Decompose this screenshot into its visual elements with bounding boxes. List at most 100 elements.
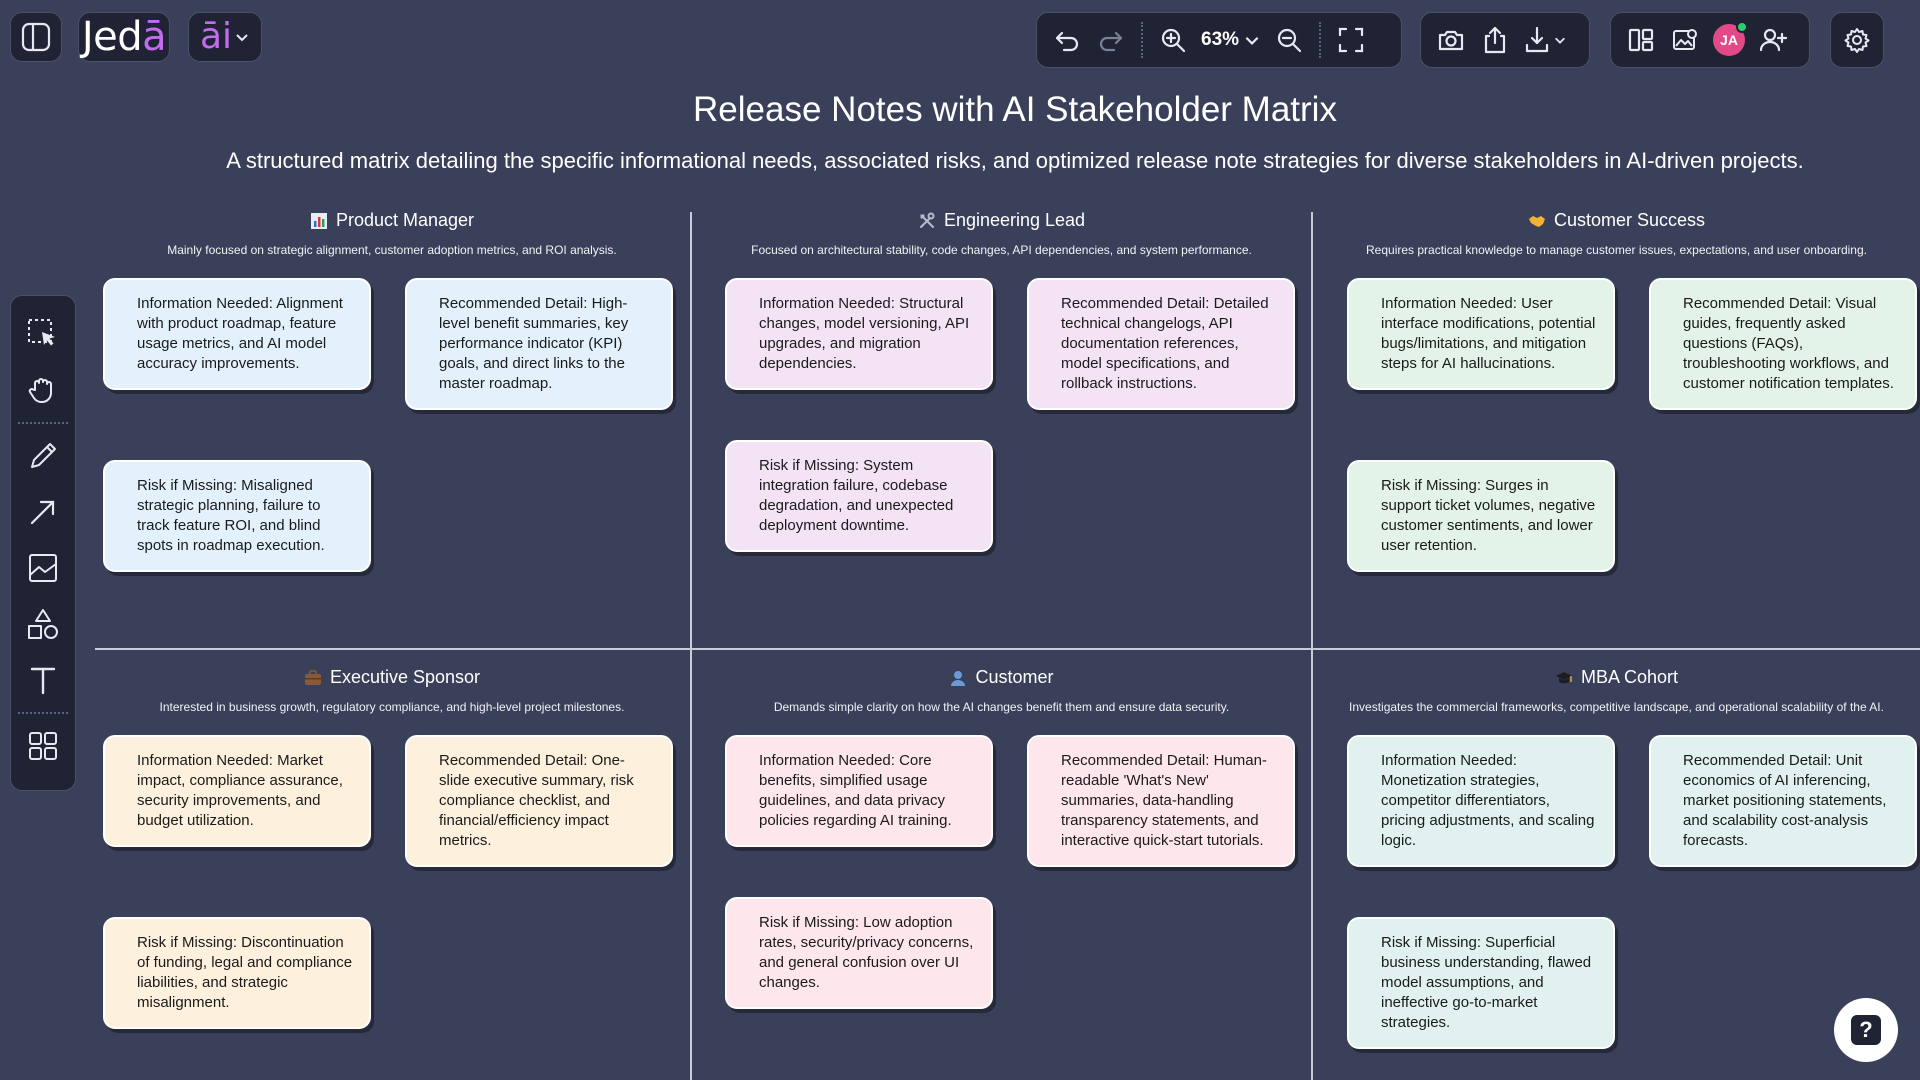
info-needed-card[interactable]: Information Needed: Monetization strateg… <box>1347 735 1615 867</box>
app-logo[interactable]: Jedā <box>78 12 170 62</box>
zoom-out-icon <box>1277 28 1302 53</box>
recommended-detail-card[interactable]: Recommended Detail: Unit economics of AI… <box>1649 735 1917 867</box>
gear-icon <box>1844 28 1870 53</box>
page-subtitle: A structured matrix detailing the specif… <box>226 148 1804 173</box>
arrow-tool[interactable] <box>15 484 71 540</box>
section-description: Focused on architectural stability, code… <box>751 243 1252 257</box>
handshake-icon <box>1528 215 1545 227</box>
info-needed-card[interactable]: Information Needed: Core benefits, simpl… <box>725 735 993 847</box>
redo-icon <box>1099 31 1123 52</box>
bar-chart-icon <box>310 212 327 229</box>
section-title: Product Manager <box>335 210 475 230</box>
hand-tool[interactable] <box>15 362 71 418</box>
settings-button[interactable] <box>1835 18 1879 62</box>
section-title: Customer Success <box>1553 210 1706 230</box>
risk-card[interactable]: Risk if Missing: Surges in support ticke… <box>1347 460 1615 572</box>
section-title: Customer <box>975 667 1054 687</box>
chevron-down-icon <box>236 34 248 42</box>
share-button[interactable] <box>1473 18 1517 62</box>
share-upload-icon <box>1484 26 1506 54</box>
pencil-icon <box>31 443 56 468</box>
chevron-down-icon <box>1245 36 1259 45</box>
logo-accent: ā <box>142 14 167 60</box>
briefcase-icon <box>304 669 321 685</box>
info-needed-card[interactable]: Information Needed: Market impact, compl… <box>103 735 371 847</box>
split-view-icon <box>1628 28 1654 52</box>
add-user-icon <box>1759 28 1788 52</box>
left-toolbar <box>10 295 76 791</box>
grid-divider-horizontal <box>95 648 1920 650</box>
avatar-initials: JA <box>1720 32 1738 48</box>
split-view-button[interactable] <box>1619 18 1663 62</box>
text-icon <box>30 667 56 695</box>
section-engineering-lead: Engineering Lead Focused on architectura… <box>692 210 1311 257</box>
redo-button[interactable] <box>1089 18 1133 62</box>
section-customer-success: Customer Success Requires practical know… <box>1313 210 1920 257</box>
fit-screen-icon <box>1338 27 1364 53</box>
fit-screen-button[interactable] <box>1329 18 1373 62</box>
shapes-tool[interactable] <box>15 596 71 652</box>
chevron-down-icon <box>1555 37 1565 44</box>
grid-divider-vertical <box>690 212 692 1080</box>
help-button[interactable]: ? <box>1834 998 1898 1062</box>
zoom-in-icon <box>1161 28 1186 53</box>
section-description: Investigates the commercial frameworks, … <box>1349 700 1884 714</box>
section-customer: Customer Demands simple clarity on how t… <box>692 667 1311 714</box>
undo-button[interactable] <box>1045 18 1089 62</box>
toolbar-divider <box>1141 22 1143 58</box>
shapes-icon <box>28 609 58 639</box>
avatar[interactable]: JA <box>1713 21 1748 56</box>
recommended-detail-card[interactable]: Recommended Detail: High-level benefit s… <box>405 278 673 410</box>
add-user-button[interactable] <box>1751 18 1795 62</box>
select-tool[interactable] <box>15 306 71 362</box>
grid-icon <box>29 732 57 760</box>
settings-toolbar <box>1830 12 1884 68</box>
image-tool[interactable] <box>15 540 71 596</box>
info-needed-card[interactable]: Information Needed: Structural changes, … <box>725 278 993 390</box>
online-status-dot <box>1736 21 1748 33</box>
view-toolbar: JA <box>1610 12 1810 68</box>
logo-prefix: Jed <box>81 14 143 60</box>
info-needed-card[interactable]: Information Needed: User interface modif… <box>1347 278 1615 390</box>
risk-card[interactable]: Risk if Missing: System integration fail… <box>725 440 993 552</box>
screenshot-button[interactable] <box>1429 18 1473 62</box>
grid-divider-vertical <box>1311 212 1313 1080</box>
section-executive-sponsor: Executive Sponsor Interested in business… <box>95 667 689 714</box>
ai-menu-button[interactable]: āi <box>188 12 262 62</box>
toolbar-divider <box>18 422 68 424</box>
recommended-detail-card[interactable]: Recommended Detail: Detailed technical c… <box>1027 278 1295 410</box>
risk-card[interactable]: Risk if Missing: Low adoption rates, sec… <box>725 897 993 1009</box>
recommended-detail-card[interactable]: Recommended Detail: One-slide executive … <box>405 735 673 867</box>
tools-icon <box>919 212 935 228</box>
section-description: Mainly focused on strategic alignment, c… <box>167 243 617 257</box>
sidebar-toggle-icon <box>21 22 51 52</box>
risk-card[interactable]: Risk if Missing: Superficial business un… <box>1347 917 1615 1049</box>
image-ai-button[interactable] <box>1663 18 1707 62</box>
info-needed-card[interactable]: Information Needed: Alignment with produ… <box>103 278 371 390</box>
undo-icon <box>1055 31 1079 52</box>
zoom-level-dropdown[interactable]: 63% <box>1195 29 1267 51</box>
zoom-in-button[interactable] <box>1151 18 1195 62</box>
text-tool[interactable] <box>15 652 71 708</box>
graduation-cap-icon <box>1555 671 1572 683</box>
export-toolbar <box>1420 12 1590 68</box>
zoom-out-button[interactable] <box>1267 18 1311 62</box>
risk-card[interactable]: Risk if Missing: Discontinuation of fund… <box>103 917 371 1029</box>
zoom-level: 63% <box>1201 29 1240 50</box>
recommended-detail-card[interactable]: Recommended Detail: Visual guides, frequ… <box>1649 278 1917 410</box>
templates-tool[interactable] <box>15 718 71 774</box>
image-icon <box>29 554 57 582</box>
page-title: Release Notes with AI Stakeholder Matrix <box>693 90 1337 129</box>
download-button[interactable] <box>1517 18 1573 62</box>
section-description: Demands simple clarity on how the AI cha… <box>773 700 1230 714</box>
section-mba-cohort: MBA Cohort Investigates the commercial f… <box>1313 667 1920 714</box>
recommended-detail-card[interactable]: Recommended Detail: Human-readable 'What… <box>1027 735 1295 867</box>
section-title: MBA Cohort <box>1580 667 1679 687</box>
pencil-tool[interactable] <box>15 428 71 484</box>
hand-icon <box>28 378 52 403</box>
toolbar-divider <box>18 712 68 714</box>
sidebar-toggle-button[interactable] <box>10 12 62 62</box>
risk-card[interactable]: Risk if Missing: Misaligned strategic pl… <box>103 460 371 572</box>
section-title: Engineering Lead <box>943 210 1086 230</box>
